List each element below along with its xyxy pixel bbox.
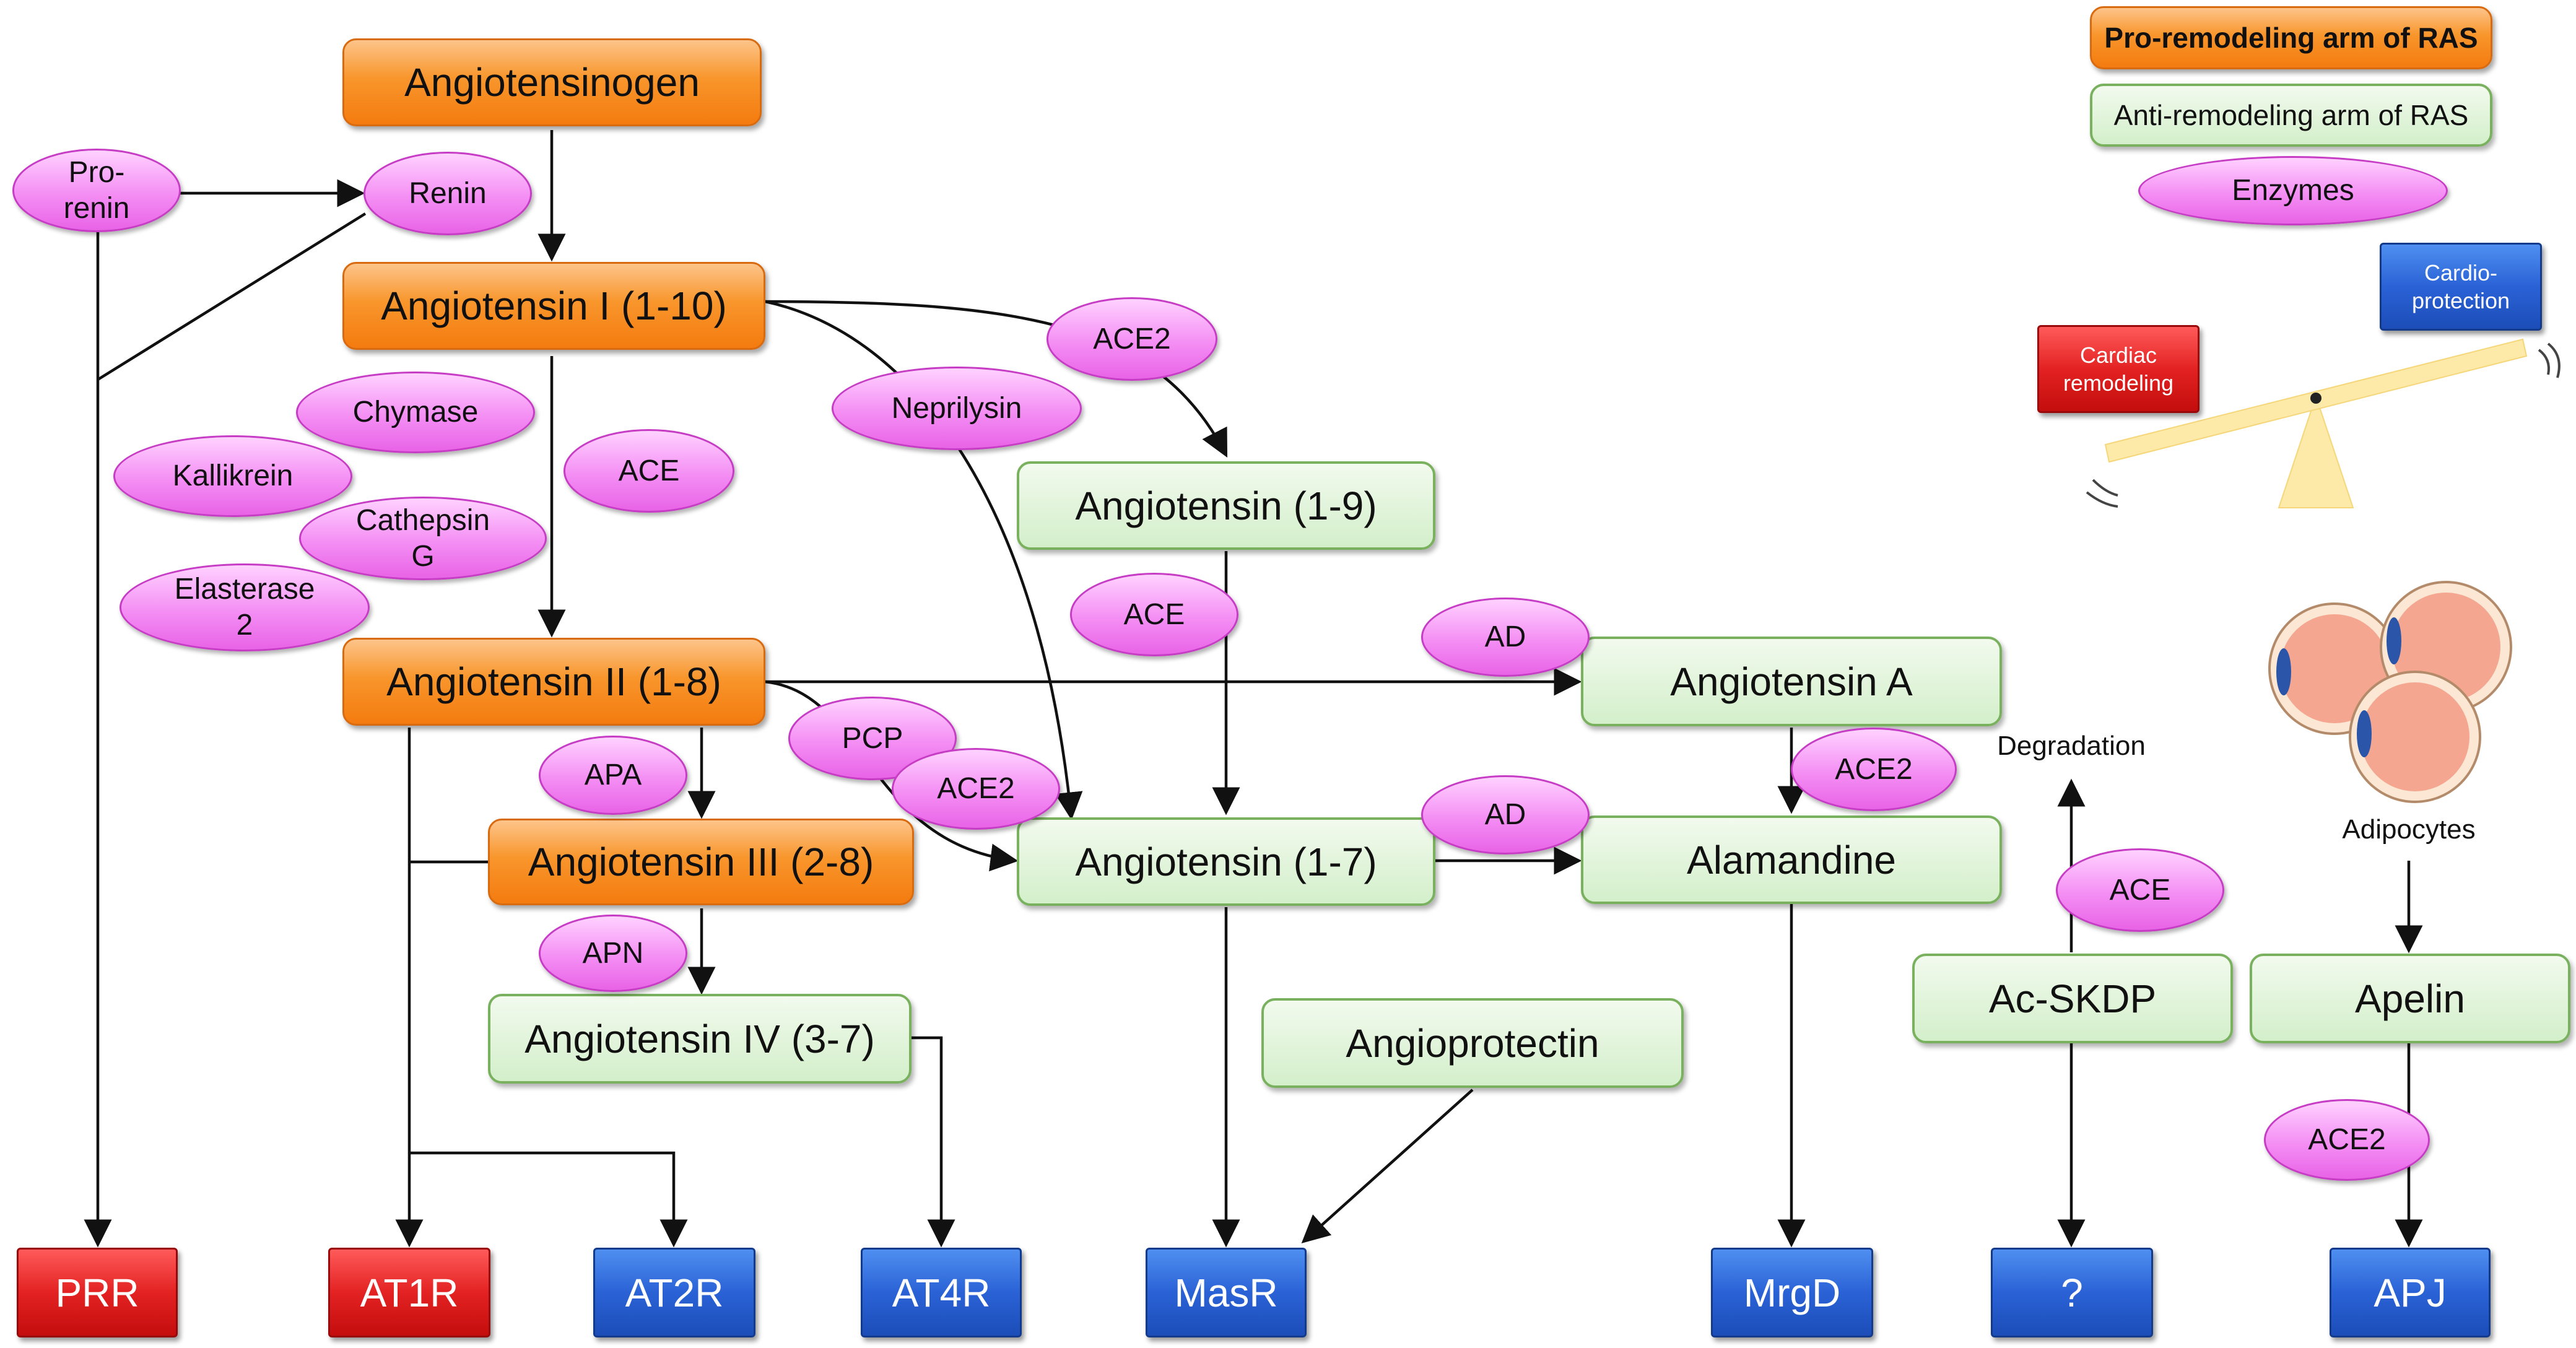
receptor-prr: PRR (17, 1248, 178, 1337)
receptor-mrgd: MrgD (1711, 1248, 1873, 1337)
node-angiotensin-1-9: Angiotensin (1-9) (1017, 461, 1435, 550)
enzyme-apn: APN (539, 915, 687, 992)
adipocytes-illustration (2268, 581, 2512, 803)
receptor-apj: APJ (2330, 1248, 2491, 1337)
enzyme-apa: APA (539, 736, 687, 815)
enzyme-prorenin: Pro- renin (12, 149, 181, 232)
receptor-masr: MasR (1146, 1248, 1307, 1337)
enzyme-ace-mid: ACE (1070, 573, 1238, 656)
node-angiotensin-iv: Angiotensin IV (3-7) (488, 994, 912, 1084)
enzyme-renin: Renin (363, 152, 532, 235)
edge-angioprotectin-masr (1301, 1089, 1474, 1244)
enzyme-ace2-right: ACE2 (1791, 728, 1957, 811)
seesaw-cardioprotection: Cardio- protection (2380, 243, 2542, 331)
receptor-unknown: ? (1991, 1248, 2153, 1337)
receptor-at2r: AT2R (593, 1248, 755, 1337)
node-angiotensin-i: Angiotensin I (1-10) (342, 262, 765, 350)
enzyme-chymase: Chymase (296, 372, 535, 453)
enzyme-ace-left: ACE (564, 429, 734, 513)
receptor-at1r: AT1R (328, 1248, 490, 1337)
edge-renin-line (97, 212, 367, 381)
receptor-at4r: AT4R (861, 1248, 1022, 1337)
enzyme-elastase-2: Elasterase 2 (120, 563, 370, 651)
node-angiotensin-1-7: Angiotensin (1-7) (1017, 817, 1435, 906)
legend-enzymes: Enzymes (2138, 156, 2448, 225)
node-angiotensin-ii: Angiotensin II (1-8) (342, 638, 765, 726)
legend-pro-remodeling: Pro-remodeling arm of RAS (2090, 6, 2492, 69)
seesaw-pivot (2310, 393, 2321, 404)
node-angiotensinogen: Angiotensinogen (342, 38, 762, 126)
motion-lines-right (2538, 342, 2561, 378)
legend-anti-remodeling: Anti-remodeling arm of RAS (2090, 84, 2492, 147)
node-alamandine: Alamandine (1581, 815, 2002, 904)
motion-lines-left (2086, 479, 2118, 508)
enzyme-neprilysin: Neprilysin (832, 367, 1082, 450)
seesaw-fulcrum (2278, 394, 2354, 508)
node-ac-skdp: Ac-SKDP (1912, 954, 2233, 1043)
label-adipocytes: Adipocytes (2342, 814, 2476, 845)
edge-ang4-at4r (912, 1036, 955, 1248)
enzyme-ace2-apelin: ACE2 (2264, 1099, 2430, 1181)
enzyme-ace-right: ACE (2056, 848, 2224, 932)
edge-to-at2r (409, 1151, 688, 1248)
enzyme-ad-top: AD (1421, 598, 1590, 677)
seesaw-illustration (2086, 338, 2561, 508)
label-degradation: Degradation (1997, 731, 2146, 761)
enzyme-cathepsin-g: Cathepsin G (299, 497, 547, 580)
edge-ang1-ang17 (765, 300, 1083, 820)
node-angiotensin-a: Angiotensin A (1581, 637, 2002, 726)
enzyme-ad-bottom: AD (1421, 775, 1590, 854)
node-angioprotectin: Angioprotectin (1261, 998, 1684, 1088)
node-angiotensin-iii: Angiotensin III (2-8) (488, 819, 914, 905)
enzyme-ace2-top: ACE2 (1046, 297, 1217, 381)
enzyme-kallikrein: Kallikrein (113, 435, 352, 517)
seesaw-cardiac-remodeling: Cardiac remodeling (2037, 325, 2200, 413)
node-apelin: Apelin (2250, 954, 2570, 1043)
enzyme-ace2-mid: ACE2 (892, 748, 1060, 830)
